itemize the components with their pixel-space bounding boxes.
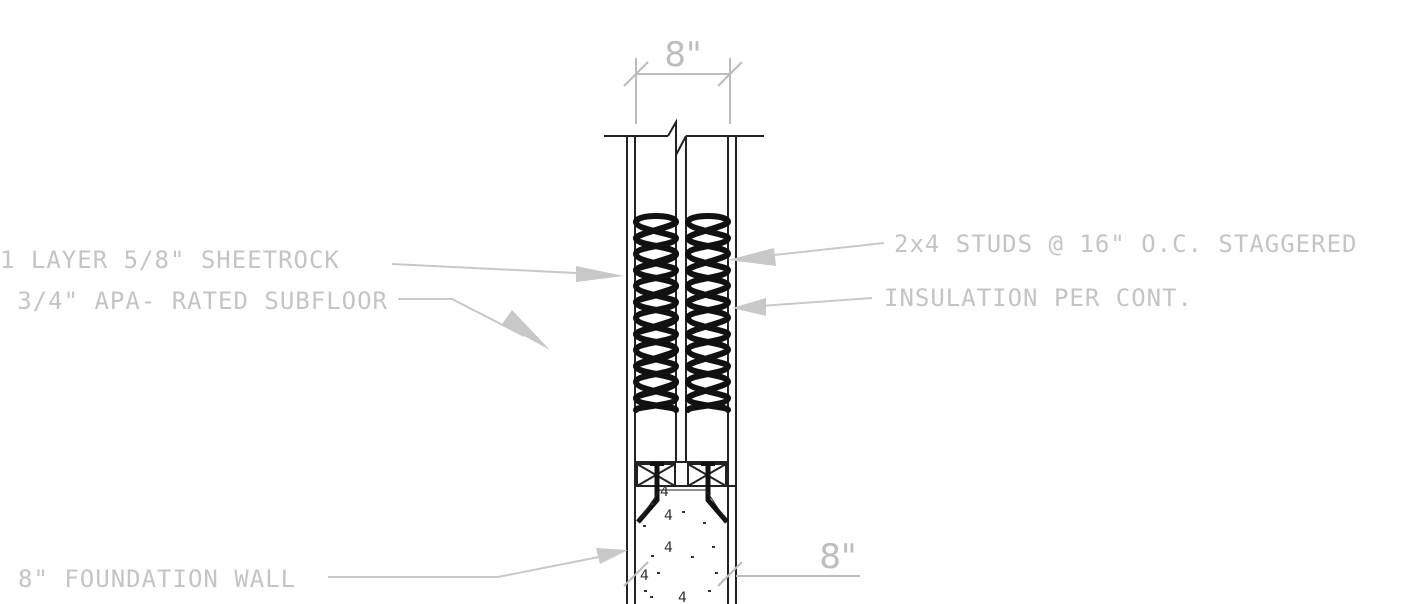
- subfloor-leader: [398, 298, 550, 350]
- insulation-batt-right: [684, 213, 732, 413]
- sheetrock-leader: [391, 263, 624, 282]
- wall-section: [604, 118, 764, 604]
- top-dimension-text: 8": [664, 35, 701, 75]
- svg-text:4: 4: [640, 568, 649, 584]
- sheetrock-label: 1 LAYER 5/8" SHEETROCK: [0, 246, 340, 274]
- top-dimension: 8": [623, 35, 743, 124]
- subfloor-label: 3/4" APA- RATED SUBFLOOR: [17, 287, 388, 315]
- svg-text:4: 4: [678, 590, 687, 604]
- foundation-label: 8" FOUNDATION WALL: [18, 565, 296, 593]
- svg-text:4: 4: [664, 540, 673, 556]
- insulation-batt-left: [632, 213, 680, 413]
- insulation-label: INSULATION PER CONT.: [884, 284, 1193, 312]
- studs-label: 2x4 STUDS @ 16" O.C. STAGGERED: [894, 230, 1357, 258]
- sill-plate-left: [636, 462, 676, 524]
- studs-leader: [728, 242, 885, 266]
- sill-plate-right: [687, 462, 729, 524]
- bottom-dimension: 8": [623, 537, 860, 587]
- svg-text:4: 4: [664, 508, 673, 524]
- insulation-leader: [732, 297, 873, 316]
- bottom-dimension-text: 8": [819, 537, 856, 577]
- foundation-wall: 4 4 4 4 4: [637, 484, 728, 604]
- svg-text:4: 4: [660, 484, 669, 500]
- foundation-leader: [328, 548, 628, 578]
